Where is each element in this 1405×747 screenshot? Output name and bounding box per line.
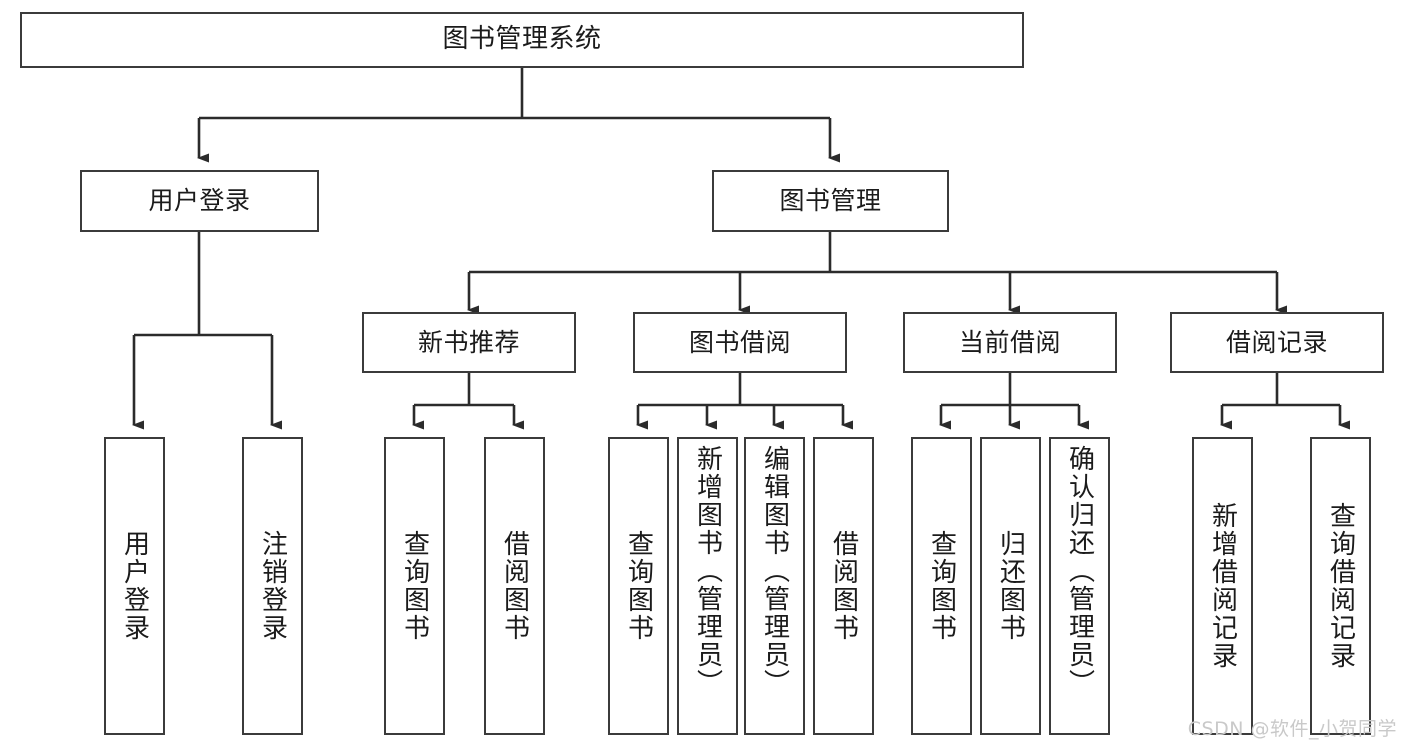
leaf-book-borrow-borrow[interactable]: 借阅图书 xyxy=(813,437,874,735)
leaf-current-borrow-query[interactable]: 查询图书 xyxy=(911,437,972,735)
leaf-user-login-login-label: 用户登录 xyxy=(119,530,150,642)
leaf-borrow-record-query-label: 查询借阅记录 xyxy=(1325,502,1356,670)
csdn-watermark: CSDN @软件_小贺同学 xyxy=(1187,718,1397,740)
node-user-login[interactable]: 用户登录 xyxy=(80,170,319,232)
leaf-current-borrow-query-label: 查询图书 xyxy=(926,530,957,642)
leaf-current-borrow-return[interactable]: 归还图书 xyxy=(980,437,1041,735)
leaf-new-book-query[interactable]: 查询图书 xyxy=(384,437,445,735)
leaf-current-borrow-confirm-label: 确认归还（管理员） xyxy=(1064,445,1095,697)
node-new-book-recommend[interactable]: 新书推荐 xyxy=(362,312,576,373)
node-current-borrow[interactable]: 当前借阅 xyxy=(903,312,1117,373)
node-borrow-record[interactable]: 借阅记录 xyxy=(1170,312,1384,373)
leaf-borrow-record-add[interactable]: 新增借阅记录 xyxy=(1192,437,1253,735)
leaf-book-borrow-query-label: 查询图书 xyxy=(623,530,654,642)
leaf-user-login-login[interactable]: 用户登录 xyxy=(104,437,165,735)
node-book-borrow-label: 图书借阅 xyxy=(688,327,791,357)
leaf-current-borrow-return-label: 归还图书 xyxy=(995,530,1026,642)
leaf-new-book-query-label: 查询图书 xyxy=(399,530,430,642)
leaf-user-login-logout[interactable]: 注销登录 xyxy=(242,437,303,735)
leaf-borrow-record-query[interactable]: 查询借阅记录 xyxy=(1310,437,1371,735)
leaf-book-borrow-borrow-label: 借阅图书 xyxy=(828,530,859,642)
node-book-management[interactable]: 图书管理 xyxy=(712,170,949,232)
leaf-borrow-record-add-label: 新增借阅记录 xyxy=(1207,502,1238,670)
leaf-user-login-logout-label: 注销登录 xyxy=(257,530,288,642)
node-book-borrow[interactable]: 图书借阅 xyxy=(633,312,847,373)
leaf-current-borrow-confirm[interactable]: 确认归还（管理员） xyxy=(1049,437,1110,735)
leaf-book-borrow-add-label: 新增图书（管理员） xyxy=(692,445,723,697)
node-user-login-label: 用户登录 xyxy=(148,186,251,215)
node-current-borrow-label: 当前借阅 xyxy=(958,327,1061,357)
leaf-new-book-borrow[interactable]: 借阅图书 xyxy=(484,437,545,735)
node-new-book-recommend-label: 新书推荐 xyxy=(417,327,520,357)
node-root-system-label: 图书管理系统 xyxy=(442,24,602,55)
leaf-book-borrow-query[interactable]: 查询图书 xyxy=(608,437,669,735)
node-root-system[interactable]: 图书管理系统 xyxy=(20,12,1024,68)
leaf-new-book-borrow-label: 借阅图书 xyxy=(499,530,530,642)
node-borrow-record-label: 借阅记录 xyxy=(1225,327,1328,357)
leaf-book-borrow-edit[interactable]: 编辑图书（管理员） xyxy=(744,437,805,735)
node-book-management-label: 图书管理 xyxy=(779,186,882,215)
leaf-book-borrow-edit-label: 编辑图书（管理员） xyxy=(759,445,790,697)
leaf-book-borrow-add[interactable]: 新增图书（管理员） xyxy=(677,437,738,735)
